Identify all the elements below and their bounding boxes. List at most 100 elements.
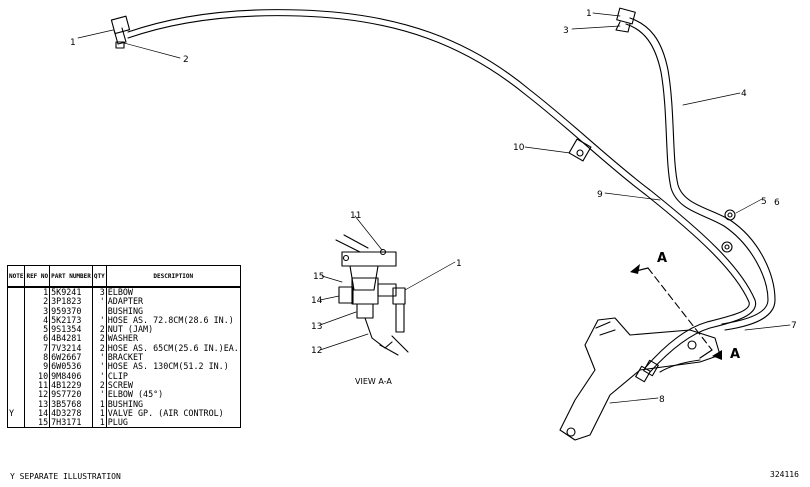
row-description: BRACKET bbox=[105, 353, 241, 363]
view-letter-bottom: A bbox=[730, 347, 740, 362]
callout-7: 7 bbox=[791, 321, 797, 331]
row-note bbox=[6, 399, 26, 409]
row-part-number: 5K2173 bbox=[49, 315, 93, 326]
callout-10: 10 bbox=[513, 143, 525, 153]
row-note bbox=[6, 380, 26, 391]
hose-end-fittings-lower bbox=[635, 359, 701, 383]
illustration-number: 324116 bbox=[770, 470, 799, 479]
clip-10 bbox=[568, 138, 592, 162]
leader-lines bbox=[77, 12, 791, 404]
row-description: HOSE AS. 72.8CM(28.6 IN.) bbox=[105, 315, 241, 326]
row-description: CLIP bbox=[105, 371, 241, 381]
row-part-number: 9M8406 bbox=[49, 371, 93, 381]
callout-2a: 2 bbox=[183, 55, 189, 65]
row-description: HOSE AS. 65CM(25.6 IN.)EA. bbox=[105, 343, 241, 354]
view-arrow-top bbox=[630, 264, 640, 274]
hose-assembly-4 bbox=[625, 17, 776, 331]
row-part-number: 9S7720 bbox=[49, 389, 93, 400]
row-part-number: 5K9241 bbox=[49, 287, 93, 298]
row-qty: 1 bbox=[91, 418, 107, 429]
row-part-number: 4B4281 bbox=[49, 334, 93, 344]
row-description: SCREW bbox=[105, 380, 241, 391]
callout-5: 5 bbox=[761, 197, 767, 207]
row-part-number: 7H3171 bbox=[49, 418, 93, 429]
row-note bbox=[6, 287, 26, 298]
row-part-number: 4B1229 bbox=[49, 380, 93, 391]
callout-numbers: 1 2 1 3 4 10 9 5 6 7 8 11 15 14 13 12 1 … bbox=[70, 9, 797, 405]
row-note bbox=[6, 325, 26, 335]
callout-1a: 1 bbox=[70, 38, 76, 48]
row-description: WASHER bbox=[105, 334, 241, 344]
row-note bbox=[6, 343, 26, 354]
row-description: BUSHING bbox=[105, 306, 241, 316]
footnote: Y SEPARATE ILLUSTRATION bbox=[10, 472, 121, 481]
row-note bbox=[6, 334, 26, 344]
jam-nut-5 bbox=[724, 209, 736, 221]
header-part-number: PART NUMBER bbox=[49, 265, 93, 288]
parts-table-header: NOTE REF NO PART NUMBER QTY DESCRIPTION bbox=[6, 265, 241, 288]
row-description: ELBOW bbox=[105, 287, 241, 298]
header-qty: QTY bbox=[91, 265, 107, 288]
air-control-valve-view bbox=[335, 234, 409, 356]
parts-list-table: NOTE REF NO PART NUMBER QTY DESCRIPTION … bbox=[6, 265, 241, 429]
row-part-number: 3B5768 bbox=[49, 399, 93, 409]
row-part-number: 6W2667 bbox=[49, 352, 93, 363]
row-ref: 15 bbox=[24, 418, 51, 429]
row-description: BUSHING bbox=[105, 399, 241, 409]
row-part-number: 6W0536 bbox=[49, 362, 93, 372]
header-note: NOTE bbox=[6, 265, 26, 288]
elbow-fitting-top-right bbox=[615, 7, 636, 33]
row-note bbox=[6, 362, 26, 372]
callout-15: 15 bbox=[313, 272, 324, 282]
callout-3: 3 bbox=[563, 26, 569, 36]
callout-14: 14 bbox=[311, 296, 323, 306]
view-arrow-bottom bbox=[712, 350, 722, 360]
row-note bbox=[6, 353, 26, 363]
row-note bbox=[6, 297, 26, 307]
callout-12: 12 bbox=[311, 346, 322, 356]
row-note bbox=[6, 390, 26, 400]
row-part-number: 7V3214 bbox=[49, 343, 93, 354]
row-qty: ' bbox=[91, 296, 107, 307]
row-part-number: 3P1823 bbox=[49, 296, 93, 307]
row-note bbox=[6, 306, 26, 316]
row-description: VALVE GP. (AIR CONTROL) bbox=[105, 408, 241, 419]
row-description: NUT (JAM) bbox=[105, 325, 241, 335]
view-letter-top: A bbox=[657, 251, 667, 266]
row-note bbox=[6, 418, 26, 429]
elbow-fitting-top-left bbox=[110, 15, 131, 49]
row-part-number: 4D3278 bbox=[49, 408, 93, 419]
row-description: HOSE AS. 130CM(51.2 IN.) bbox=[105, 362, 241, 372]
bracket-8 bbox=[559, 317, 721, 441]
callout-4: 4 bbox=[741, 89, 747, 99]
row-description: ADAPTER bbox=[105, 297, 241, 307]
view-caption: VIEW A-A bbox=[355, 377, 392, 386]
jam-nut-lower bbox=[721, 241, 733, 253]
callout-9: 9 bbox=[597, 190, 603, 200]
callout-13: 13 bbox=[311, 322, 322, 332]
row-description: PLUG bbox=[105, 418, 241, 429]
callout-6: 6 bbox=[774, 198, 780, 208]
callout-11: 11 bbox=[350, 211, 361, 221]
row-part-number: 959370 bbox=[49, 306, 93, 316]
row-note bbox=[6, 371, 26, 381]
callout-1c: 1 bbox=[456, 259, 462, 269]
row-note bbox=[6, 315, 26, 326]
